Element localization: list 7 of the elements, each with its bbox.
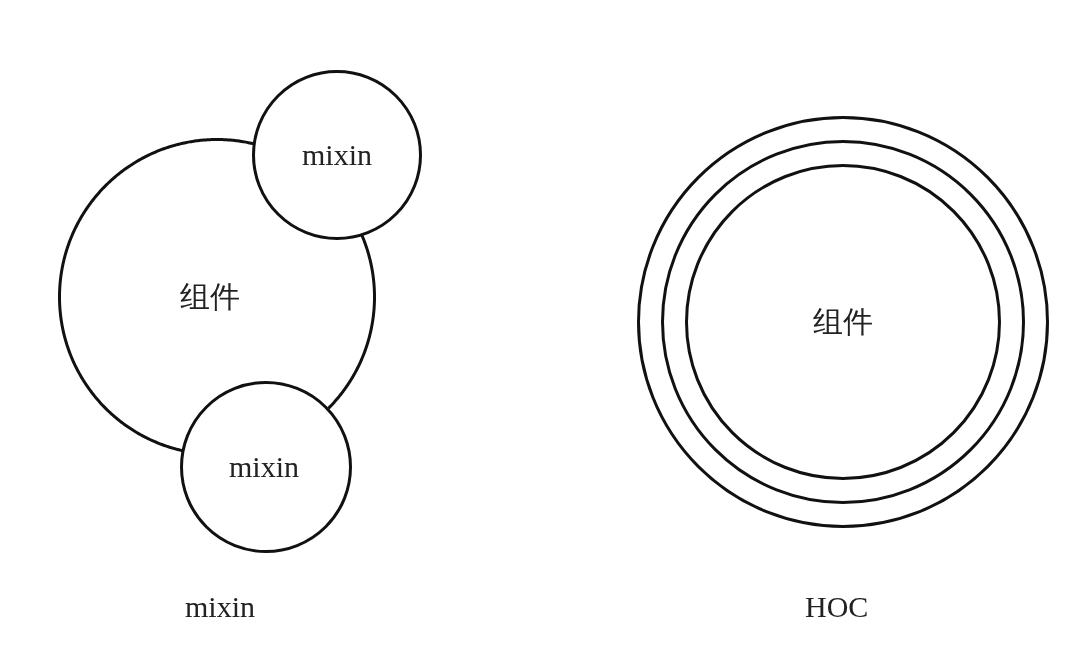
mixin-circle: mixin <box>180 381 352 553</box>
component-circle: 组件 <box>685 164 1001 480</box>
mixin-circle: mixin <box>252 70 422 240</box>
caption: HOC <box>805 590 869 624</box>
ring <box>661 140 1025 504</box>
ring <box>637 116 1049 528</box>
caption: mixin <box>185 590 255 624</box>
